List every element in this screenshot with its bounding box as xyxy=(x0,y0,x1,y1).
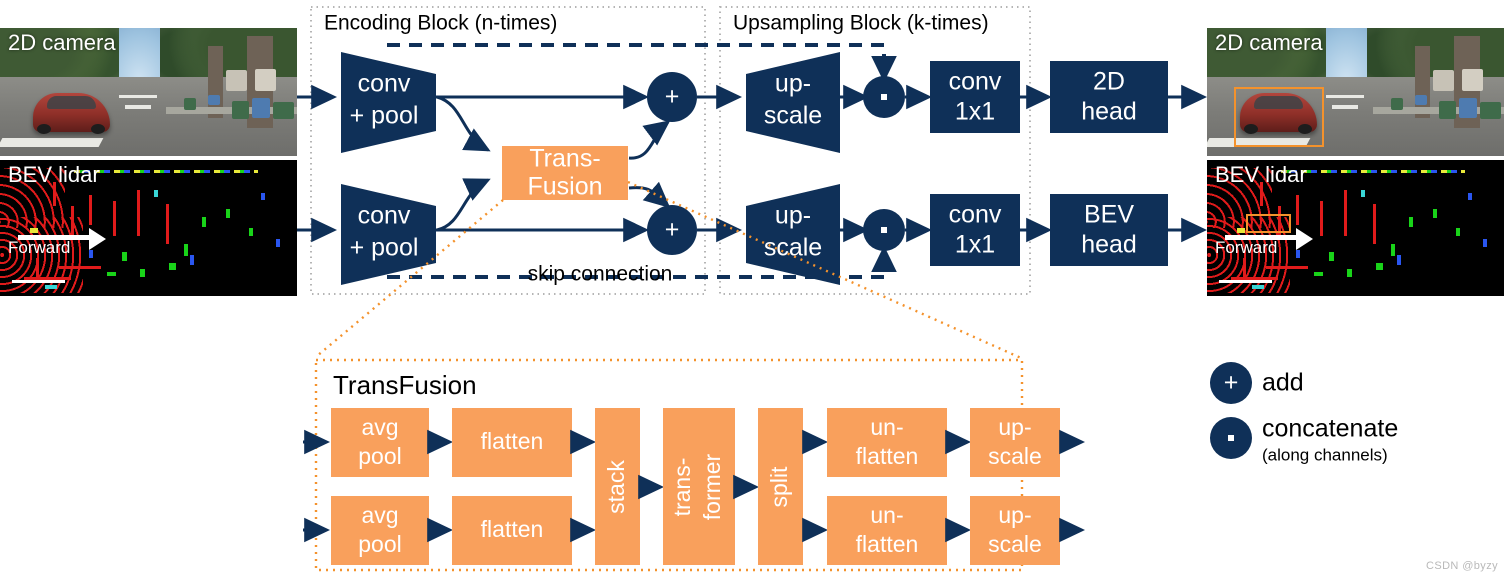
block-head-lidar: BEV head xyxy=(1050,194,1168,266)
skip-connection-top xyxy=(387,43,897,83)
detail-transformer-line1: trans- xyxy=(669,458,695,517)
legend-add-label: add xyxy=(1262,369,1304,397)
operator-concat-camera xyxy=(863,76,905,118)
detail-upscale-bottom-line1: up- xyxy=(998,502,1031,528)
block-upscale-lidar: up- scale xyxy=(746,184,840,285)
arrow-camera-to-transfusion xyxy=(436,95,491,152)
upscale-camera-line1: up- xyxy=(775,70,811,98)
detail-avgpool-bottom-line2: pool xyxy=(358,531,401,557)
block-head-camera: 2D head xyxy=(1050,61,1168,133)
detection-box-camera xyxy=(1233,86,1324,148)
detail-upscale-bottom-line2: scale xyxy=(988,531,1042,557)
arrow-transfusion-to-add-camera xyxy=(628,120,671,160)
detail-avgpool-top-line1: avg xyxy=(361,414,398,440)
conv1x1-camera-line1: conv xyxy=(949,68,1002,96)
input-camera-image: 2D camera xyxy=(0,28,297,156)
block-encoder-lidar: conv + pool xyxy=(341,184,436,285)
encoding-block-label: Encoding Block (n-times) xyxy=(324,12,557,35)
detail-avgpool-top-line2: pool xyxy=(358,443,401,469)
output-camera-image: 2D camera xyxy=(1207,28,1504,156)
detail-block-stack: stack xyxy=(595,408,640,565)
legend-concat-label: concatenate xyxy=(1262,415,1398,443)
conv1x1-lidar-line1: conv xyxy=(949,201,1002,229)
detail-unflatten-bottom-line2: flatten xyxy=(856,531,919,557)
head-camera-line2: head xyxy=(1081,98,1137,126)
callout-right-line xyxy=(627,180,1022,360)
detail-block-unflatten-bottom: un- flatten xyxy=(827,496,947,565)
detail-block-flatten-bottom: flatten xyxy=(452,496,572,565)
encoder-lidar-line1: conv xyxy=(358,202,411,230)
detail-block-split: split xyxy=(758,408,803,565)
encoder-camera-line1: conv xyxy=(358,70,411,98)
detail-stack-label: stack xyxy=(603,460,629,514)
detail-transformer-line2: former xyxy=(699,453,725,520)
legend-add-symbol: + xyxy=(1224,369,1239,397)
operator-add-camera-symbol: + xyxy=(665,83,680,111)
block-encoder-camera: conv + pool xyxy=(341,52,436,153)
head-camera-line1: 2D xyxy=(1093,68,1125,96)
detail-upscale-top-line2: scale xyxy=(988,443,1042,469)
arrow-transfusion-to-add-lidar xyxy=(628,181,671,208)
legend-concat-sublabel: (along channels) xyxy=(1262,445,1388,464)
upscale-camera-line2: scale xyxy=(764,102,822,130)
operator-add-lidar-symbol: + xyxy=(665,216,680,244)
head-lidar-line2: head xyxy=(1081,231,1137,259)
detail-flatten-bottom-label: flatten xyxy=(481,516,544,542)
block-transfusion[interactable]: Trans- Fusion xyxy=(502,145,628,201)
legend-add: + add xyxy=(1210,362,1304,404)
conv1x1-camera-line2: 1x1 xyxy=(955,98,995,126)
transfusion-detail-title: TransFusion xyxy=(333,370,477,400)
detail-block-upscale-top: up- scale xyxy=(970,408,1060,477)
operator-add-camera: + xyxy=(647,72,697,122)
transfusion-line1: Trans- xyxy=(529,145,600,173)
detail-block-unflatten-top: un- flatten xyxy=(827,408,947,477)
skip-connection-label: skip connection xyxy=(528,263,673,286)
block-conv1x1-camera: conv 1x1 xyxy=(930,61,1020,133)
detail-block-avgpool-bottom: avg pool xyxy=(331,496,429,565)
detail-block-flatten-top: flatten xyxy=(452,408,572,477)
encoder-camera-line2: + pool xyxy=(350,102,419,130)
block-conv1x1-lidar: conv 1x1 xyxy=(930,194,1020,266)
detail-flatten-top-label: flatten xyxy=(481,428,544,454)
block-upscale-camera: up- scale xyxy=(746,52,840,153)
detail-unflatten-top-line2: flatten xyxy=(856,443,919,469)
detail-block-upscale-bottom: up- scale xyxy=(970,496,1060,565)
encoder-lidar-line2: + pool xyxy=(350,234,419,262)
legend-concat: concatenate (along channels) xyxy=(1210,415,1398,464)
head-lidar-line1: BEV xyxy=(1084,201,1134,229)
upscale-lidar-line1: up- xyxy=(775,202,811,230)
upsampling-block-boundary xyxy=(719,6,1031,295)
transfusion-line2: Fusion xyxy=(527,173,602,201)
conv1x1-lidar-line2: 1x1 xyxy=(955,231,995,259)
detection-box-lidar xyxy=(1245,214,1292,234)
transfusion-detail-boundary xyxy=(314,358,1024,572)
operator-concat-lidar xyxy=(863,209,905,251)
upscale-lidar-line2: scale xyxy=(764,234,822,262)
operator-add-lidar: + xyxy=(647,205,697,255)
detail-avgpool-bottom-line1: avg xyxy=(361,502,398,528)
detail-upscale-top-line1: up- xyxy=(998,414,1031,440)
detail-split-label: split xyxy=(766,466,792,508)
arrow-lidar-to-transfusion xyxy=(436,178,491,232)
detail-unflatten-top-line1: un- xyxy=(870,414,903,440)
skip-connection-bottom xyxy=(387,245,897,279)
input-lidar-image: BEV lidar Forward xyxy=(0,160,297,296)
detail-block-transformer: trans- former xyxy=(663,408,735,565)
watermark: CSDN @byzy xyxy=(1425,560,1498,572)
upsampling-block-label: Upsampling Block (k-times) xyxy=(733,12,989,35)
detail-block-avgpool-top: avg pool xyxy=(331,408,429,477)
detail-unflatten-bottom-line1: un- xyxy=(870,502,903,528)
